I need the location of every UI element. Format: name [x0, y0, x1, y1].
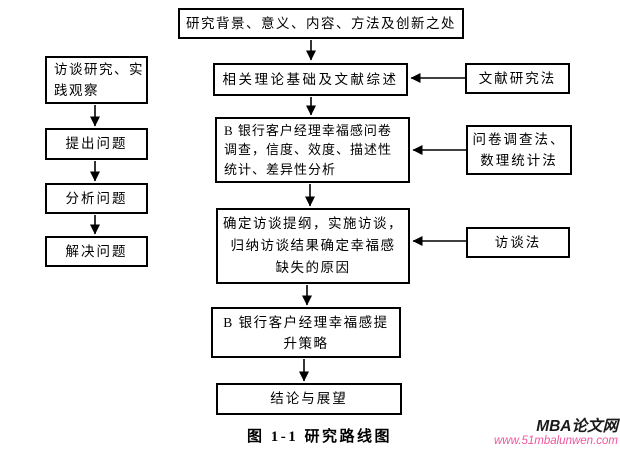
- flow-box-theory-review: 相关理论基础及文献综述: [213, 63, 408, 96]
- flow-box-interview-outline: 确定访谈提纲，实施访谈， 归纳访谈结果确定幸福感 缺失的原因: [216, 208, 410, 284]
- flow-box-background: 研究背景、意义、内容、方法及创新之处: [178, 8, 464, 39]
- flow-box-solve-question: 解决问题: [45, 236, 148, 267]
- flow-box-questionnaire-method: 问卷调查法、 数理统计法: [466, 125, 572, 175]
- watermark-site-name: MBA论文网: [536, 418, 618, 435]
- flow-box-promotion-strategy: B 银行客户经理幸福感提 升策略: [211, 307, 401, 358]
- site-watermark: MBA论文网 www.51mbalunwen.com: [494, 418, 618, 448]
- figure-caption: 图 1-1 研究路线图: [247, 429, 392, 445]
- flow-box-raise-question: 提出问题: [45, 128, 148, 160]
- flow-box-observation: 访谈研究、实 践观察: [45, 56, 148, 104]
- flow-box-questionnaire-analysis: B 银行客户经理幸福感问卷 调查，信度、效度、描述性 统计、差异性分析: [215, 117, 410, 183]
- watermark-site-url: www.51mbalunwen.com: [493, 435, 618, 448]
- flow-box-analyze-question: 分析问题: [45, 183, 148, 214]
- flow-box-literature-method: 文献研究法: [465, 63, 570, 94]
- flow-box-interview-method: 访谈法: [466, 227, 570, 258]
- flow-box-conclusion: 结论与展望: [216, 383, 402, 415]
